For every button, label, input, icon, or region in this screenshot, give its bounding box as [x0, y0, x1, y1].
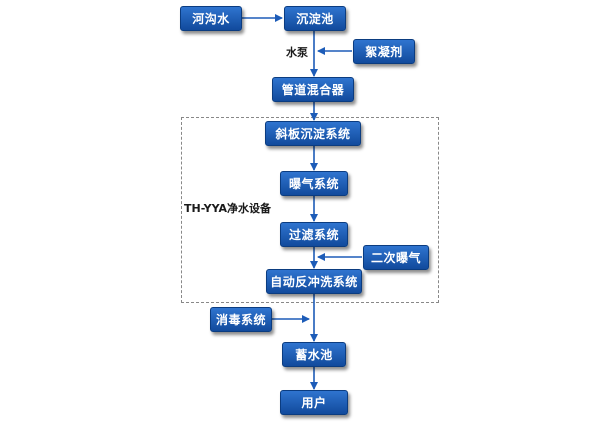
label-equipment: TH-YYA净水设备 — [184, 202, 272, 215]
node-sedimentation-tank: 沉淀池 — [284, 6, 346, 31]
node-user: 用户 — [280, 390, 348, 415]
label-pump: 水泵 — [286, 46, 308, 59]
node-secondary-aeration: 二次曝气 — [363, 245, 429, 270]
node-river-water: 河沟水 — [180, 6, 242, 31]
node-disinfection: 消毒系统 — [210, 307, 272, 332]
node-flocculant: 絮凝剂 — [353, 39, 415, 64]
node-aeration: 曝气系统 — [280, 171, 348, 196]
node-inclined-plate: 斜板沉淀系统 — [265, 121, 361, 146]
node-storage-tank: 蓄水池 — [282, 342, 346, 367]
node-backwash: 自动反冲洗系统 — [266, 269, 362, 294]
node-filtration: 过滤系统 — [280, 222, 348, 247]
node-pipe-mixer: 管道混合器 — [272, 77, 354, 102]
